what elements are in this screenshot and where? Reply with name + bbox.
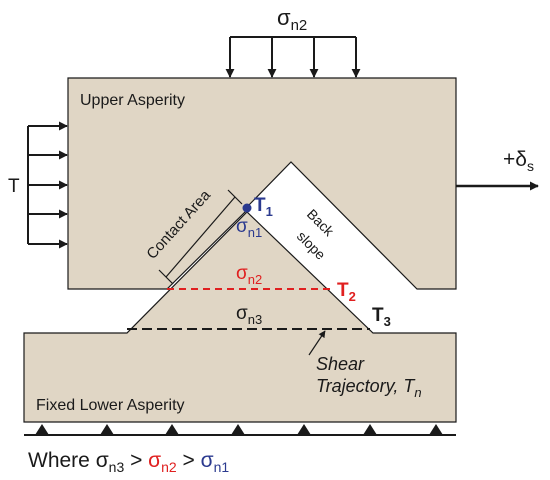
t-symbol: T [337,280,349,301]
shear-force-label: T [8,176,20,197]
triangle-support-icon [231,424,245,435]
subscript: n2 [248,272,262,287]
lower-asperity-label: Fixed Lower Asperity [36,397,185,414]
t3-label: T3 [372,305,391,329]
triangle-support-icon [429,424,443,435]
sigma-symbol: σ [277,5,291,30]
sigma-symbol: σ [236,263,248,284]
greater-than-2: > [177,449,201,472]
contact-point-t1 [242,203,252,213]
stress-relation-footer: Where σn3 > σn2 > σn1 [28,449,229,475]
subscript: n1 [248,225,262,240]
sigma-n2-sub: n2 [161,459,177,475]
sigma-symbol: σ [236,216,248,237]
t1-label: T1 [254,195,273,219]
sigma-n3-sub: n3 [109,459,125,475]
subscript: 3 [384,314,391,329]
t-symbol: T [372,305,384,326]
upper-asperity-block [67,77,457,290]
shear-load-arrows [28,121,68,249]
supports-group [35,424,443,435]
upper-asperity-label: Upper Asperity [80,92,185,109]
sigma-n1-symbol: σ [201,449,214,472]
sigma-n1-sub: n1 [214,459,230,475]
contact-area-tick-bottom [158,269,174,285]
subscript: s [527,158,534,174]
trajectory-label-line2: Trajectory, Tn [316,376,422,400]
triangle-support-icon [35,424,49,435]
sigma-n2-top-label: σn2 [277,5,307,34]
trajectory-pointer-arrow [308,330,326,356]
greater-than-1: > [124,449,148,472]
subscript: 2 [349,289,356,304]
triangle-support-icon [165,424,179,435]
sigma-symbol: σ [236,303,248,324]
triangle-support-icon [100,424,114,435]
trajectory-label-line1: Shear [316,354,365,374]
sigma-n1-label: σn1 [236,216,262,240]
t2-label: T2 [337,280,356,304]
contact-area-tick-top [227,189,243,205]
subscript: n2 [291,17,308,34]
delta-symbol: +δ [503,148,527,171]
triangle-support-icon [363,424,377,435]
triangle-support-icon [297,424,311,435]
sigma-n2-symbol: σ [148,449,161,472]
subscript: n3 [248,312,262,327]
sigma-n3-label: σn3 [236,303,262,327]
sigma-n2-label: σn2 [236,263,262,287]
sigma-n3-symbol: σ [96,449,109,472]
normal-load-arrows [225,37,361,78]
lower-asperity-block [23,211,457,423]
displacement-label: +δs [503,148,534,174]
where-text: Where [28,449,96,472]
subscript: 1 [266,204,273,219]
subscript: n [414,385,421,400]
trajectory-text: Trajectory, [316,376,403,396]
contact-area-dimension-line [165,196,236,278]
t-symbol: T [254,195,266,216]
t-symbol: T [403,376,416,396]
